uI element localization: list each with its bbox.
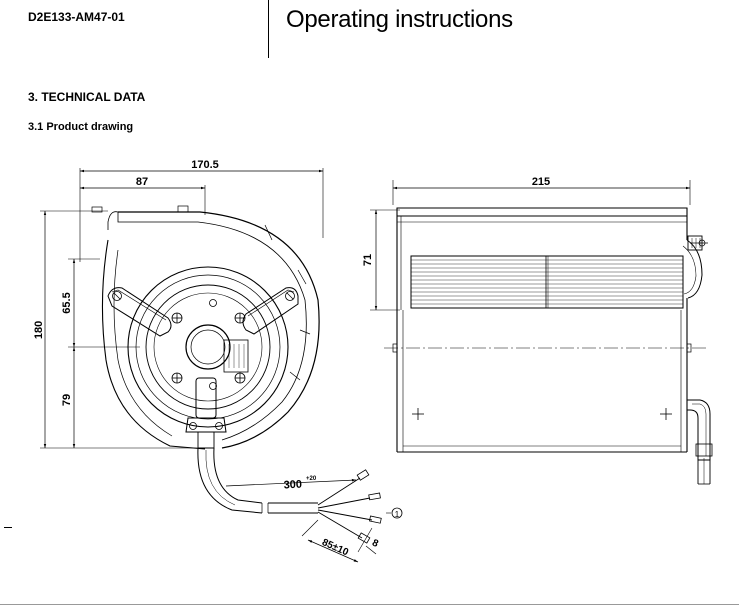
dim-cable-tolerance: +20	[306, 476, 317, 482]
dim-side-height: 71	[362, 254, 374, 266]
dim-height: 180	[33, 321, 45, 339]
front-view	[40, 168, 403, 563]
dim-upper-offset: 65.5	[61, 292, 73, 313]
document-code: D2E133-AM47-01	[28, 10, 125, 24]
dim-cable-length: 300	[283, 479, 302, 492]
callout-marker: 1	[395, 510, 400, 519]
section-heading: 3. TECHNICAL DATA	[28, 90, 146, 104]
dim-overall-width: 170.5	[191, 159, 219, 171]
dim-center-offset: 87	[136, 176, 148, 188]
dim-lower-offset: 79	[61, 394, 73, 406]
footer-rule	[0, 604, 739, 605]
dim-side-length: 215	[532, 176, 550, 188]
subsection-heading: 3.1 Product drawing	[28, 121, 134, 133]
dim-lead-end: 8	[370, 538, 380, 550]
document-title: Operating instructions	[286, 6, 513, 33]
margin-tick	[4, 527, 12, 528]
side-view	[370, 180, 713, 485]
dim-lead-strip: 85±10	[320, 537, 350, 559]
header-divider	[268, 0, 269, 58]
